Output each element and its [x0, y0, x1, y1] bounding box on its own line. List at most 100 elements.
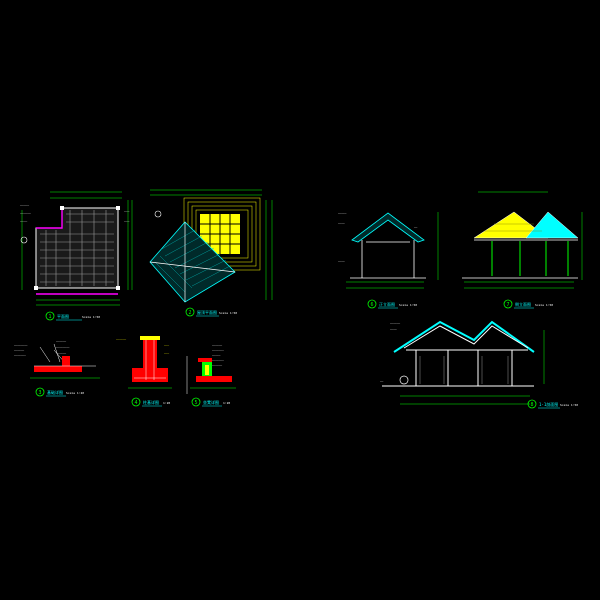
floor-plan-number: 1 — [49, 314, 52, 320]
bench-number: 5 — [195, 400, 198, 406]
roof-plan-ridges — [149, 222, 236, 302]
foundation-wall — [62, 356, 70, 368]
section-number: 8 — [531, 402, 534, 408]
front-elevation-title: 6 正立面图 Scale 1:50 — [367, 299, 417, 309]
svg-text:——————: —————— — [56, 339, 66, 343]
foundation-base — [34, 366, 82, 372]
section-label: 1-1剖面图 — [539, 401, 558, 407]
svg-text:————: ———— — [20, 219, 27, 223]
column-notes: —————— ——— ——— — [116, 337, 169, 355]
floor-plan-title: 1 平面图 Scale 1:50 — [45, 311, 100, 321]
side-elevation-roof-left — [473, 211, 549, 239]
svg-text:—————: ————— — [338, 211, 347, 215]
side-elevation-title: 7 侧立面图 Scale 1:50 — [503, 299, 553, 309]
roof-plan-view: 2 屋顶平面图 Scale 1:50 — [149, 189, 273, 317]
side-elevation-tile-lines — [484, 223, 542, 232]
front-elevation-frame — [350, 240, 426, 279]
floor-plan-columns — [34, 206, 120, 290]
column-rebar — [134, 340, 166, 380]
svg-text:——————: —————— — [212, 363, 222, 367]
bench-support-core — [205, 365, 209, 375]
bench-notes: —————— ——————— ————— ——————— —————— — [212, 343, 224, 367]
svg-text:———: ——— — [124, 209, 130, 213]
floor-plan-annotations: ————— —————— ———— ——— ——— — [20, 203, 130, 223]
svg-text:————: ———— — [390, 327, 397, 331]
column-base-label: 柱基详图 — [143, 399, 159, 405]
foundation-scale: Scale 1:20 — [66, 391, 84, 395]
floor-plan-scale: Scale 1:50 — [82, 315, 100, 319]
side-elevation-view: 7 侧立面图 Scale 1:50 — [462, 191, 583, 309]
svg-text:——————: —————— — [20, 211, 31, 215]
roof-plan-marker — [154, 210, 162, 218]
svg-text:———: ——— — [164, 351, 169, 355]
foundation-label: 基础详图 — [47, 389, 63, 395]
svg-text:————: ———— — [338, 259, 345, 263]
svg-text:———: ——— — [164, 343, 169, 347]
column-base-title: 4 柱基详图 1:20 — [131, 397, 170, 407]
svg-text:————————: ———————— — [56, 345, 70, 349]
section-dimensions — [400, 330, 545, 405]
section-roof — [393, 320, 535, 353]
svg-text:——————: —————— — [390, 321, 400, 325]
svg-text:———————: ——————— — [212, 348, 224, 352]
floor-plan-view: ————— —————— ———— ——— ——— 1 平面图 Scale 1:… — [20, 191, 133, 321]
side-elevation-roof-right — [525, 211, 579, 239]
section-scale: Scale 1:50 — [560, 403, 578, 407]
floor-plan-dimensions — [21, 191, 133, 306]
bench-title: 5 坐凳详图 1:20 — [191, 397, 230, 407]
side-elevation-label: 侧立面图 — [515, 301, 531, 307]
svg-text:———————: ——————— — [212, 358, 224, 362]
roof-plan-number: 2 — [189, 310, 192, 316]
svg-text:——: —— — [414, 225, 418, 229]
floor-plan-hatch — [40, 210, 114, 286]
svg-text:———————: ——————— — [14, 353, 26, 357]
roof-plan-label: 屋顶平面图 — [197, 309, 217, 315]
column-footing — [132, 368, 168, 382]
svg-text:——: —— — [380, 379, 384, 383]
section-frame — [382, 325, 534, 387]
roof-plan-dimensions — [150, 189, 273, 300]
svg-text:———: ——— — [124, 219, 130, 223]
section-axis-marker — [399, 375, 409, 385]
side-elevation-number: 7 — [507, 302, 510, 308]
column-cap — [140, 336, 160, 340]
svg-text:————: ———— — [338, 221, 345, 225]
section-view: —————— ———— —— 8 1-1剖面图 Scale 1:50 — [380, 320, 578, 409]
side-elevation-scale: Scale 1:50 — [535, 303, 553, 307]
bench-seat — [198, 358, 212, 362]
section-title: 8 1-1剖面图 Scale 1:50 — [527, 399, 578, 409]
column-base-number: 4 — [135, 400, 138, 406]
section-notes: —————— ———— —— — [380, 321, 400, 383]
front-elevation-notes: ————— ———— ———— —— — [338, 211, 418, 263]
roof-plan-title: 2 屋顶平面图 Scale 1:50 — [185, 307, 237, 317]
svg-text:——————: —————— — [14, 348, 24, 352]
foundation-detail-view: ———————— —————— ——————— —————— ———————— … — [14, 339, 100, 397]
svg-text:————————: ———————— — [14, 343, 28, 347]
floor-plan-bench — [36, 206, 118, 295]
svg-text:——————: —————— — [212, 343, 222, 347]
bench-detail-view: —————— ——————— ————— ——————— —————— 5 坐凳… — [186, 343, 236, 407]
front-elevation-view: ————— ———— ———— —— 6 正立面图 Scale 1:50 — [338, 211, 439, 309]
foundation-title: 3 基础详图 Scale 1:20 — [35, 387, 84, 397]
front-elevation-roof — [351, 212, 425, 243]
front-elevation-dimensions — [346, 212, 439, 289]
column-base-detail-view: —————— ——— ——— 4 柱基详图 1:20 — [116, 336, 172, 407]
svg-text:—————: ————— — [20, 203, 29, 207]
column-base-scale: 1:20 — [163, 401, 170, 405]
svg-text:—————: ————— — [212, 353, 221, 357]
foundation-number: 3 — [39, 390, 42, 396]
floor-plan-marker — [20, 236, 28, 244]
front-elevation-scale: Scale 1:50 — [399, 303, 417, 307]
roof-plan-tiles — [154, 229, 231, 293]
bench-scale: 1:20 — [223, 401, 230, 405]
section-wall-lines — [419, 356, 509, 384]
front-elevation-number: 6 — [371, 302, 374, 308]
column-shaft — [143, 338, 157, 370]
svg-text:——————: —————— — [56, 351, 66, 355]
floor-plan-label: 平面图 — [57, 313, 69, 319]
side-elevation-columns — [491, 241, 569, 276]
bench-base — [196, 376, 232, 382]
foundation-notes: ———————— —————— ——————— —————— ———————— … — [14, 339, 70, 357]
front-elevation-label: 正立面图 — [379, 301, 395, 307]
